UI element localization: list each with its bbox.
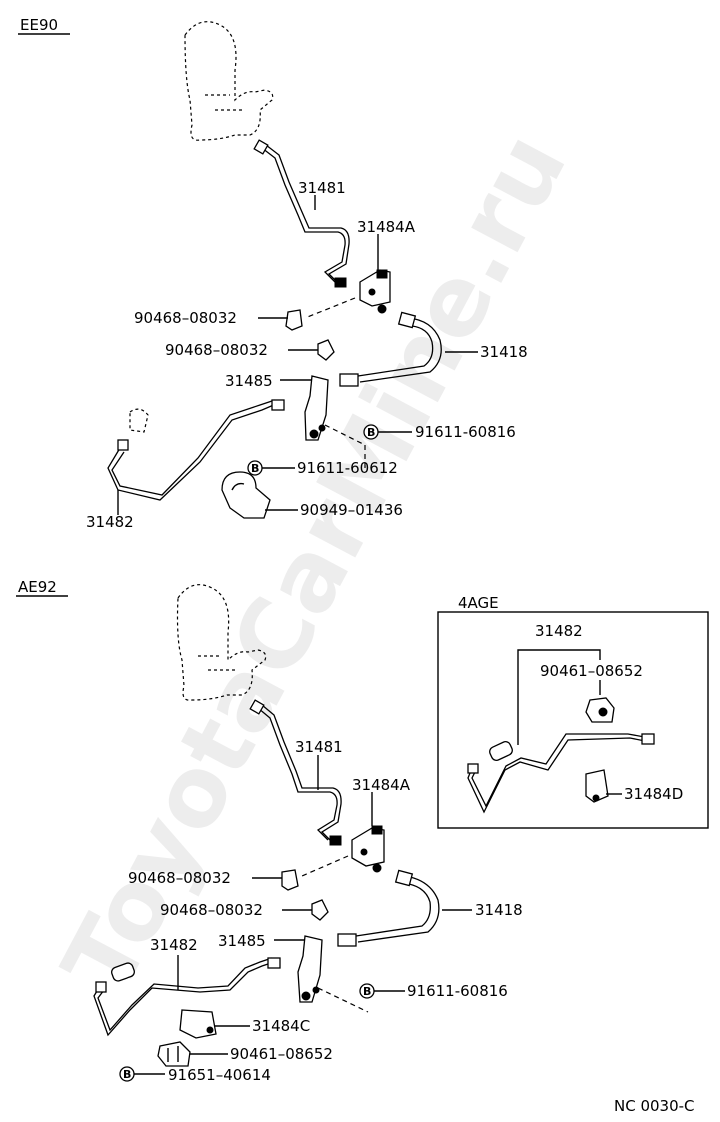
label-31485: 31485 [225,372,273,390]
label-90468-b: 90468–08032 [165,341,268,359]
label-31418: 31418 [480,343,528,361]
clip-90468-b [311,899,329,921]
bracket-31485 [297,935,323,1003]
label-90468-a: 90468–08032 [134,309,237,327]
clip-90468-a [285,309,303,331]
label-91611-60816: 91611-60816 [415,423,516,441]
label-31485: 31485 [218,932,266,950]
bolt-marker-text: B [367,426,375,439]
bolt-marker-text: B [363,985,371,998]
inset-4age: 4AGE 31482 90461–08652 31484D [437,594,709,829]
label-91611-60816: 91611-60816 [407,982,508,1000]
pipe-31482 [107,399,285,501]
label-31418: 31418 [475,901,523,919]
bracket-31485 [304,375,329,441]
label-31484A: 31484A [357,218,416,236]
label-31481: 31481 [298,179,346,197]
bracket-31484A [359,269,391,314]
label-31482: 31482 [86,513,134,531]
pipe-31481 [253,139,350,288]
bracket-31484C [179,1009,217,1039]
inset-label-31482: 31482 [535,622,583,640]
section-title-ae92: AE92 [18,578,57,596]
inset-bracket-31484D [585,769,609,803]
clip-90468-b [317,339,335,361]
master-cylinder-ghost [184,21,274,141]
section-ee90: EE90 31481 31484A 9046 [18,16,528,531]
inset-pipe-31482 [467,733,655,814]
hose-31418 [337,869,440,947]
inset-clamp-90461 [585,697,615,723]
bolt-marker-text: B [123,1068,131,1081]
label-90949-01436: 90949–01436 [300,501,403,519]
pipe-31482 [93,957,281,1037]
master-cylinder-ghost [176,584,267,701]
clamp-90461-08652 [157,1041,191,1067]
hose-31418 [339,311,442,387]
diagram-code: NC 0030-C [614,1097,695,1115]
label-31484A: 31484A [352,776,411,794]
pipe-31481 [249,699,342,846]
label-90468-b: 90468–08032 [160,901,263,919]
watermark: ToyotaCarMine.ru [41,115,588,1010]
inset-label-90461-08652: 90461–08652 [540,662,643,680]
bracket-31484A [351,825,385,873]
label-91611-60612: 91611-60612 [297,459,398,477]
clamp-90949-01436 [221,471,271,519]
label-31484C: 31484C [252,1017,310,1035]
section-title-ee90: EE90 [20,16,58,34]
label-31481: 31481 [295,738,343,756]
inset-label-31484D: 31484D [624,785,683,803]
label-90461-08652: 90461–08652 [230,1045,333,1063]
label-90468-a: 90468–08032 [128,869,231,887]
label-31482: 31482 [150,936,198,954]
bolt-marker-text: B [251,462,259,475]
inset-frame [437,611,709,829]
inset-title: 4AGE [458,594,499,612]
label-91651-40614: 91651–40614 [168,1066,271,1084]
clip-90468-a [281,869,299,891]
section-ae92: AE92 31481 31484A 9046 [16,578,523,1084]
